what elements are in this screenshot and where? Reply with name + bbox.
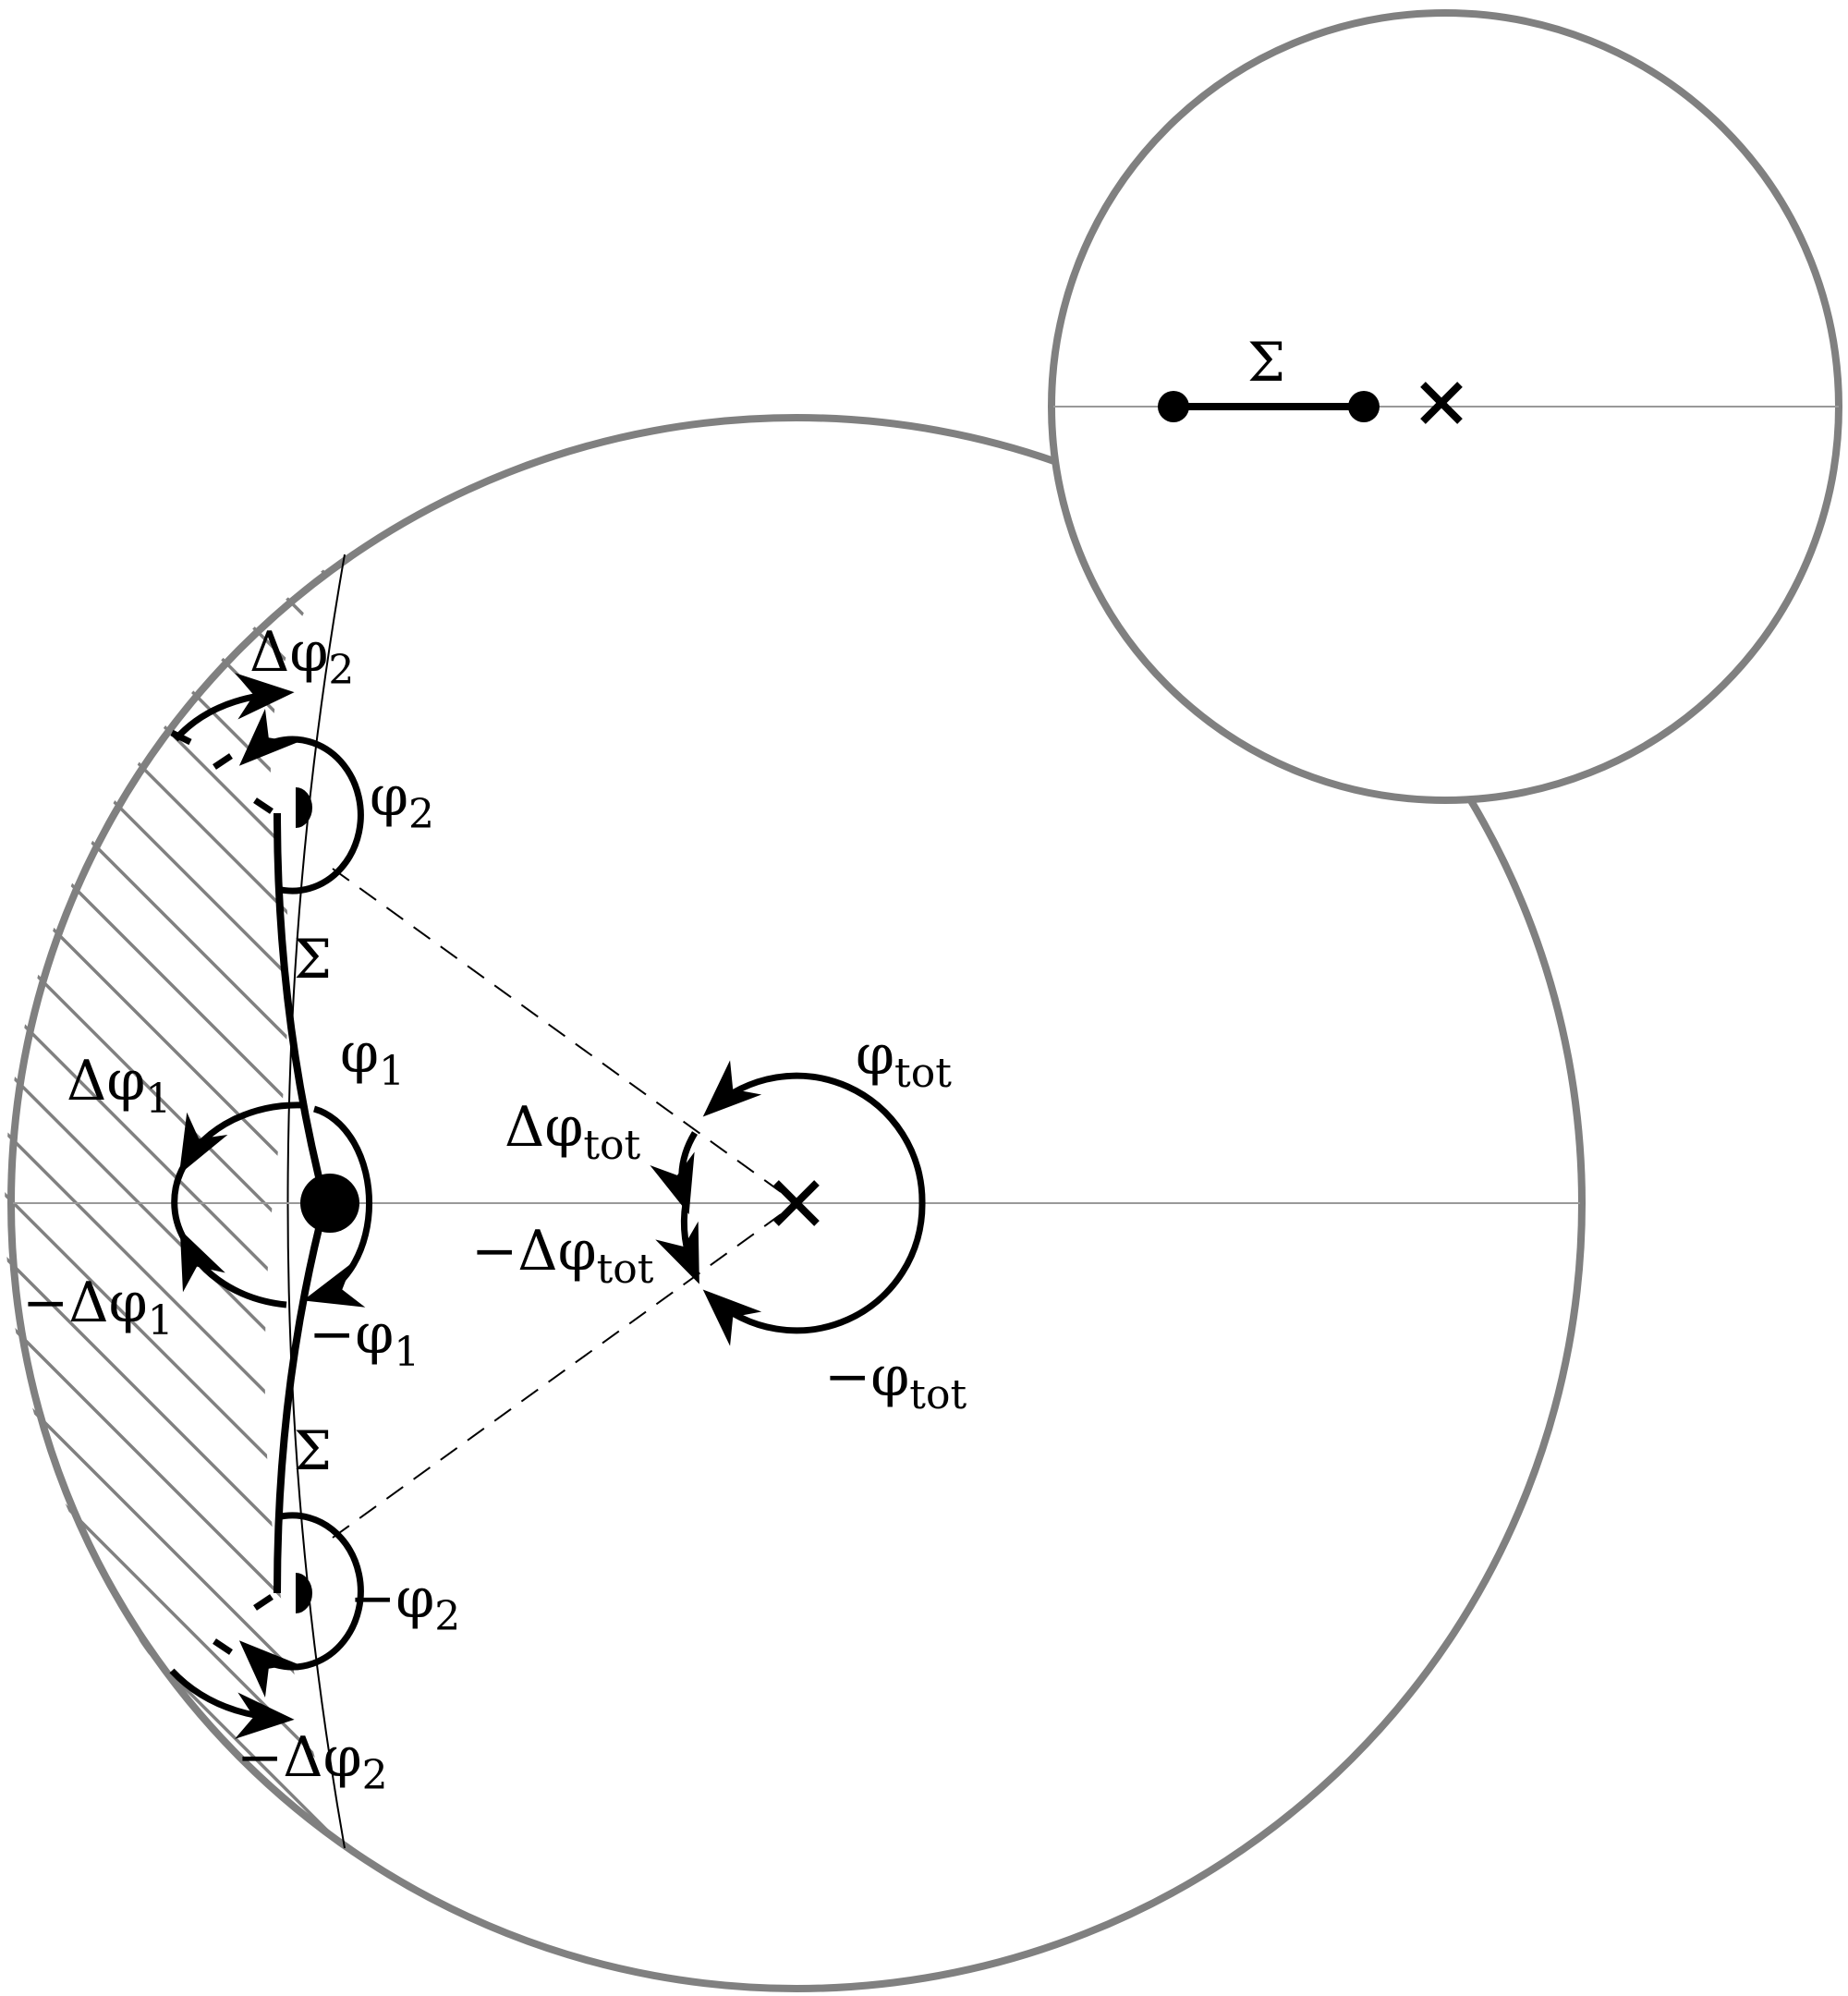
phi1-loop-right xyxy=(302,1105,373,1308)
cross-marker xyxy=(773,1180,820,1226)
tick-upper-1 xyxy=(170,729,192,746)
phi1-loop-left xyxy=(178,1101,306,1175)
tick-lower-1 xyxy=(213,1638,233,1655)
delta-phi1-label: Δφ1 xyxy=(67,1049,171,1123)
delta-phi-tot-arc xyxy=(650,1131,699,1215)
inset-right-endpoint xyxy=(1348,391,1380,422)
neg-delta-phi-tot-label: −Δφtot xyxy=(471,1219,654,1293)
neg-delta-phi2-arc xyxy=(169,1668,295,1739)
phi2-loop-lower xyxy=(238,1512,364,1698)
inset-sigma-label: Σ xyxy=(1247,331,1285,394)
dashed-line-lower xyxy=(332,1202,797,1539)
dashed-line-upper xyxy=(332,868,797,1204)
neg-delta-phi-tot-arc xyxy=(655,1202,699,1284)
sigma-upper-label: Σ xyxy=(294,928,332,991)
phi2-label: φ2 xyxy=(370,764,434,838)
delta-phi-tot-label: Δφtot xyxy=(505,1095,641,1169)
phi2-loop-upper xyxy=(238,708,364,895)
phi1-label: φ1 xyxy=(340,1021,405,1095)
neg-phi1-loop-left xyxy=(179,1229,287,1308)
neg-phi-tot-label: −φtot xyxy=(824,1345,967,1418)
neg-phi2-label: −φ2 xyxy=(349,1566,460,1640)
tick-lower-2 xyxy=(253,1594,274,1611)
endpoint-upper xyxy=(296,787,312,828)
neg-delta-phi1-label: −Δφ1 xyxy=(22,1271,174,1345)
sigma-curve-lower xyxy=(274,1201,329,1594)
endpoint-lower xyxy=(296,1573,312,1613)
tick-upper-3 xyxy=(253,797,274,814)
center-point xyxy=(300,1174,359,1233)
neg-phi-tot-loop xyxy=(702,1202,926,1346)
sigma-lower-label: Σ xyxy=(294,1419,332,1482)
neg-phi1-label: −φ1 xyxy=(309,1302,419,1376)
tick-upper-2 xyxy=(213,753,233,770)
inset-cross-marker xyxy=(1420,382,1463,424)
delta-phi2-label: Δφ2 xyxy=(249,620,354,694)
phi1-loop-bottom xyxy=(171,1162,188,1242)
neg-delta-phi2-label: −Δφ2 xyxy=(237,1725,388,1799)
delta-phi2-arc xyxy=(173,673,295,742)
inset-left-endpoint xyxy=(1158,391,1189,422)
phi-tot-loop xyxy=(702,1060,926,1204)
phi-tot-label: φtot xyxy=(856,1023,952,1097)
sigma-curve-upper xyxy=(274,812,329,1204)
